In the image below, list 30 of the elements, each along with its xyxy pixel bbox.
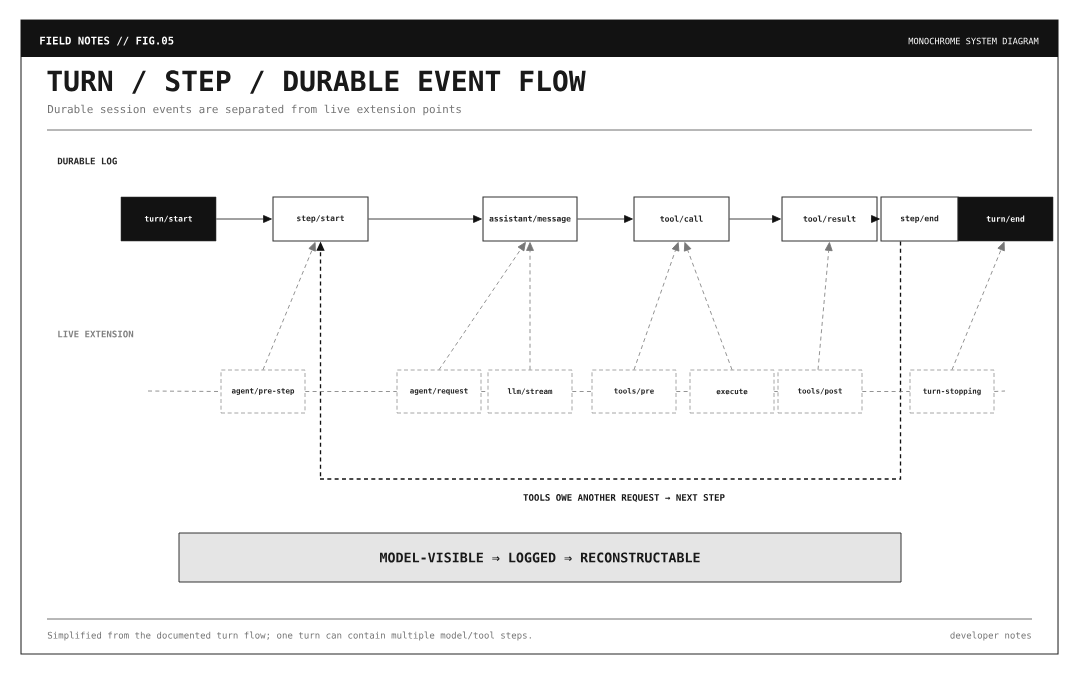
footer-text: developer notes [950, 631, 1031, 641]
arrow [526, 242, 534, 371]
subtitle: Durable session events are separated from live extension points [48, 104, 461, 116]
arrow [633, 242, 680, 371]
lane-label: LIVE EXTENSION [58, 330, 134, 338]
event-box: turn/start [120, 196, 217, 242]
header-text: FIELD NOTES // FIG.05 [40, 36, 174, 46]
event-box: turn/end [957, 196, 1054, 242]
arrow [683, 242, 733, 371]
arrow [817, 242, 833, 371]
event-box: step/start [272, 196, 369, 242]
edge-label: TOOLS OWE ANOTHER REQUEST → NEXT STEP [521, 492, 727, 504]
loop-arrow [316, 240, 902, 480]
lane-label: DURABLE LOG [57, 157, 117, 165]
event-box: step/end [880, 196, 959, 242]
arrow [262, 242, 316, 371]
arrow [870, 215, 880, 223]
arrow [577, 215, 633, 223]
arrow [215, 215, 272, 223]
event-box: tool/call [633, 196, 730, 242]
header-text: MONOCHROME SYSTEM DIAGRAM [908, 37, 1039, 45]
summary-banner: MODEL-VISIBLE ⇒ LOGGED ⇒ RECONSTRUCTABLE [178, 532, 902, 583]
event-box: assistant/message [482, 196, 578, 242]
title: TURN / STEP / DURABLE EVENT FLOW [47, 70, 586, 94]
event-box: tool/result [781, 196, 878, 242]
arrow [438, 242, 526, 371]
arrow [368, 215, 482, 223]
caption: Simplified from the documented turn flow; one turn can contain multiple model/tool steps. [47, 631, 531, 641]
arrow [951, 241, 1005, 371]
arrow [729, 215, 781, 223]
